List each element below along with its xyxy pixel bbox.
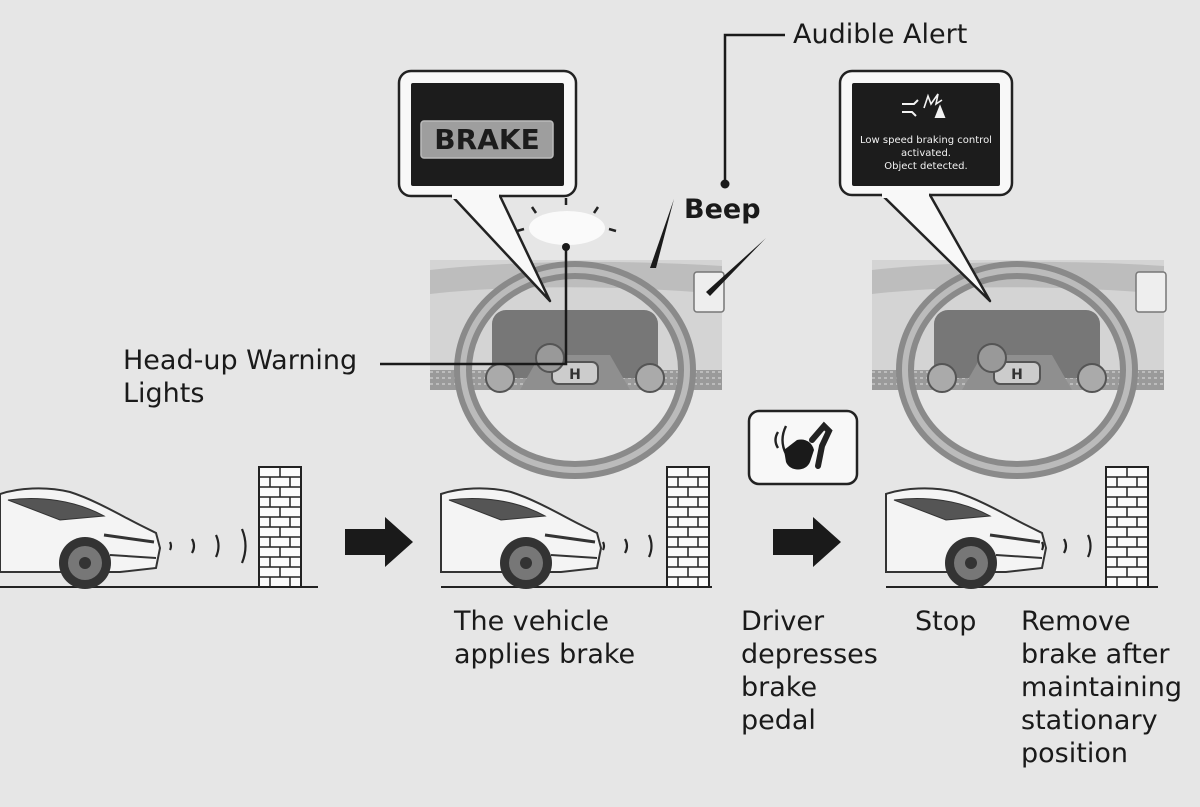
car-step2 bbox=[439, 486, 603, 591]
head-up-warning-light-icon bbox=[516, 198, 617, 251]
brake-pedal-icon bbox=[747, 409, 859, 486]
arrow-right-icon bbox=[345, 517, 413, 567]
audible-alert-label: Audible Alert bbox=[793, 19, 968, 50]
message-line: Object detected. bbox=[884, 161, 967, 172]
step-stop-label: Stop bbox=[915, 606, 977, 637]
head-up-warning-label: Head-up Warning Lights bbox=[123, 345, 358, 409]
audible-alert-marker bbox=[720, 179, 730, 189]
beep-sound-icon bbox=[650, 199, 766, 296]
brake-indicator-text: BRAKE bbox=[434, 123, 539, 156]
brake-display-callout: BRAKE bbox=[397, 69, 578, 303]
step-remove-brake-label: Remove brake after maintaining stationar… bbox=[1021, 606, 1182, 769]
brick-wall-step3 bbox=[1105, 466, 1149, 588]
arrow-right-icon bbox=[773, 517, 841, 567]
message-line: activated. bbox=[901, 148, 951, 159]
brick-wall-step1 bbox=[258, 466, 302, 588]
sensor-waves-step1 bbox=[168, 527, 247, 565]
callout-leader-lines bbox=[380, 33, 785, 366]
message-display-screen bbox=[852, 83, 1000, 186]
step-vehicle-applies-brake-label: The vehicle applies brake bbox=[454, 606, 636, 670]
car-step1 bbox=[0, 486, 162, 591]
dashboard-right bbox=[872, 260, 1166, 470]
beep-label: Beep bbox=[684, 194, 761, 225]
message-line: Low speed braking control bbox=[860, 135, 992, 146]
step-driver-depresses-pedal-label: Driver depresses brake pedal bbox=[741, 606, 878, 736]
brick-wall-step2 bbox=[666, 466, 710, 588]
message-display-callout: Low speed braking control activated. Obj… bbox=[838, 69, 1014, 303]
car-step3 bbox=[884, 486, 1048, 591]
low-speed-braking-icon bbox=[902, 93, 946, 118]
brake-indicator-box bbox=[420, 120, 554, 159]
